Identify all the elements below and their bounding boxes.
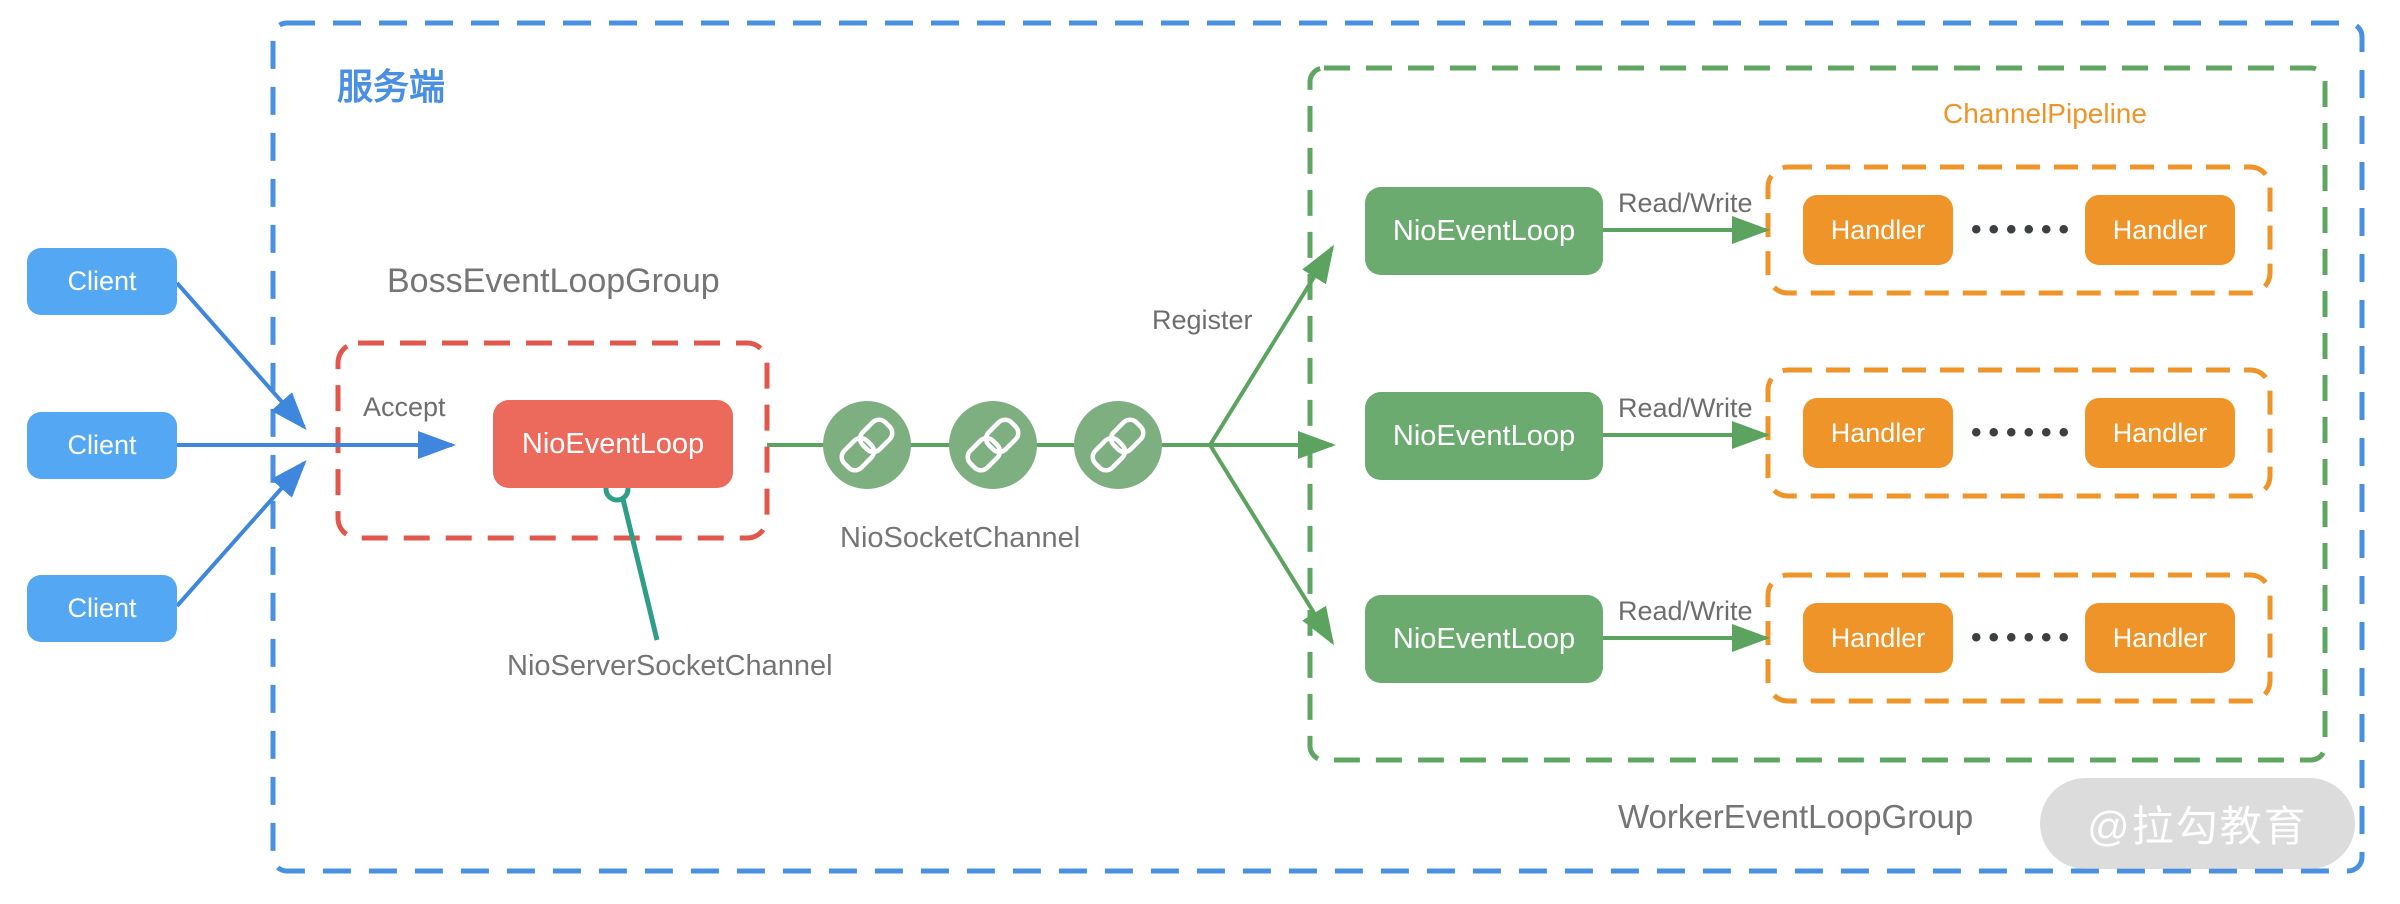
client-label: Client	[67, 593, 137, 623]
handler-node: Handler	[2085, 195, 2235, 265]
register-arrow-top	[1208, 244, 1335, 447]
worker-nioeventloop-node-1: NioEventLoop	[1365, 187, 1603, 275]
handler-label: Handler	[1830, 622, 1926, 653]
worker-nioeventloop-label: NioEventLoop	[1392, 622, 1576, 655]
nio-socket-channel-label: NioSocketChannel	[840, 522, 1081, 554]
handler-node: Handler	[2085, 603, 2235, 673]
handler-node: Handler	[1803, 195, 1953, 265]
worker-nioeventloop-node-2: NioEventLoop	[1365, 392, 1603, 480]
worker-group-title: WorkerEventLoopGroup	[1618, 798, 1974, 835]
client1-arrow	[175, 281, 307, 430]
register-arrow-bottom	[1208, 443, 1335, 646]
handler-ellipsis: ••••••	[1970, 416, 2077, 449]
readwrite-label-3: Read/Write	[1618, 596, 1753, 626]
boss-group-border	[335, 340, 770, 541]
chain-link-icon-group	[823, 401, 1162, 489]
accept-label: Accept	[363, 392, 446, 422]
boss-group-title: BossEventLoopGroup	[387, 262, 720, 300]
register-label: Register	[1152, 305, 1253, 335]
chain-link-icon	[1074, 401, 1162, 489]
handler-label: Handler	[1830, 214, 1926, 245]
watermark-badge: @拉勾教育	[2040, 778, 2355, 869]
handler-ellipsis: ••••••	[1970, 621, 2077, 654]
chain-link-icon	[823, 401, 911, 489]
client3-arrow	[175, 460, 307, 608]
worker-group-border	[1307, 65, 2328, 763]
client-node-2: Client	[27, 412, 177, 479]
worker-nioeventloop-label: NioEventLoop	[1392, 214, 1576, 247]
handler-label: Handler	[2112, 417, 2208, 448]
server-group-border	[270, 20, 2365, 874]
handler-node: Handler	[1803, 603, 1953, 673]
handler-label: Handler	[1830, 417, 1926, 448]
worker-nioeventloop-node-3: NioEventLoop	[1365, 595, 1603, 683]
watermark-label: @拉勾教育	[2087, 803, 2308, 850]
handler-node: Handler	[2085, 398, 2235, 468]
handler-label: Handler	[2112, 214, 2208, 245]
client-label: Client	[67, 430, 137, 460]
handler-label: Handler	[2112, 622, 2208, 653]
readwrite-label-1: Read/Write	[1618, 188, 1753, 218]
client-node-3: Client	[27, 575, 177, 642]
server-group-title: 服务端	[337, 66, 446, 107]
server-socket-channel-connector	[620, 498, 660, 641]
client-label: Client	[67, 266, 137, 296]
worker-nioeventloop-label: NioEventLoop	[1392, 419, 1576, 452]
handler-ellipsis: ••••••	[1970, 213, 2077, 246]
nio-server-socket-channel-label: NioServerSocketChannel	[507, 650, 833, 682]
boss-nioeventloop-label: NioEventLoop	[521, 427, 705, 460]
client-node-1: Client	[27, 248, 177, 315]
channel-pipeline-title: ChannelPipeline	[1943, 98, 2147, 129]
readwrite-label-2: Read/Write	[1618, 393, 1753, 423]
chain-link-icon	[949, 401, 1037, 489]
handler-node: Handler	[1803, 398, 1953, 468]
boss-nioeventloop-node: NioEventLoop	[493, 400, 733, 488]
